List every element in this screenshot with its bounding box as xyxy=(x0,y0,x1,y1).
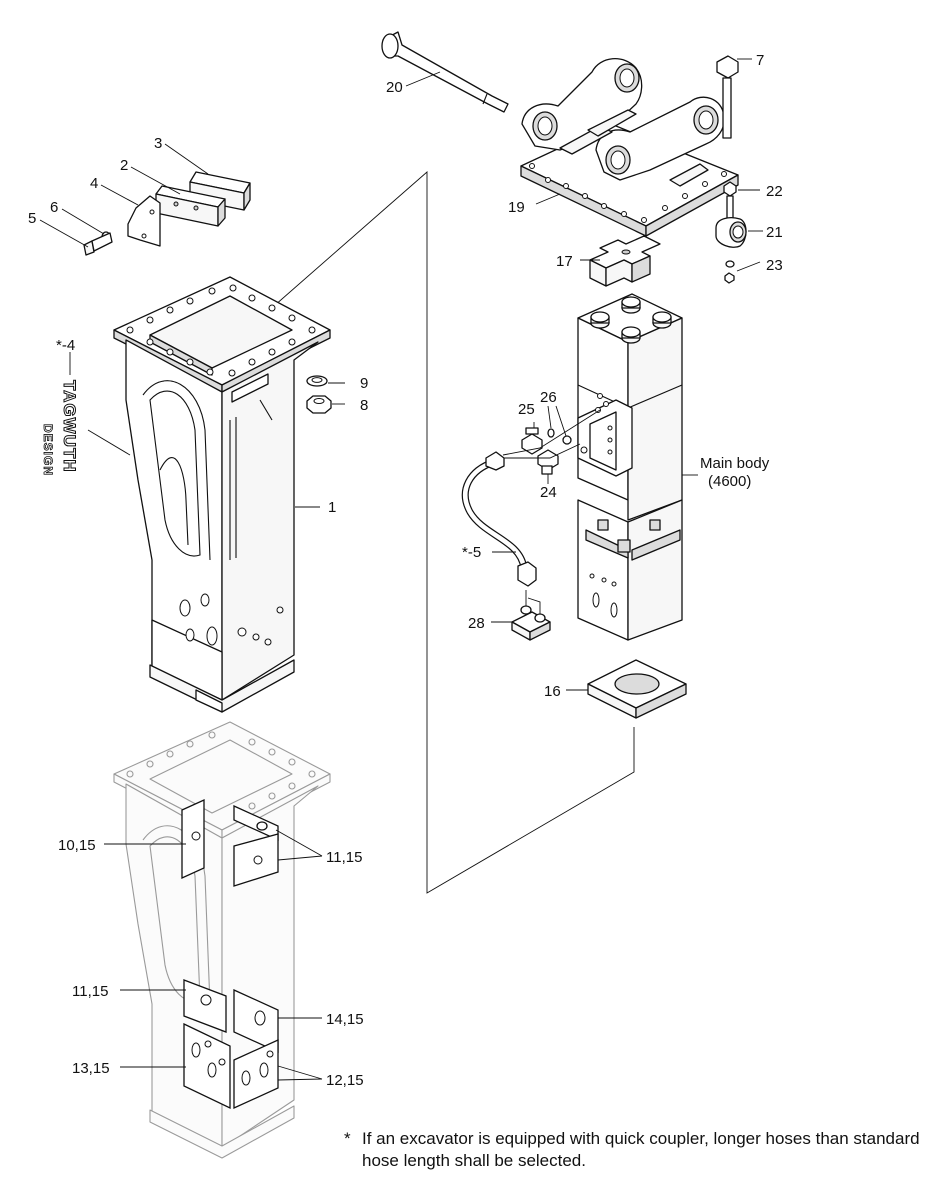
bracket-part-4 xyxy=(127,195,161,247)
ring-part-16 xyxy=(587,659,687,719)
callout-26: 26 xyxy=(540,389,557,406)
leader-lines xyxy=(39,58,763,1081)
callout-20: 20 xyxy=(386,79,403,96)
plate-part-11-upper xyxy=(233,804,279,887)
washer-part-9 xyxy=(306,375,328,387)
footnote: * If an excavator is equipped with quick… xyxy=(344,1128,924,1172)
callout-19: 19 xyxy=(508,199,525,216)
callout-1: 1 xyxy=(328,499,336,516)
callout-14-15: 14,15 xyxy=(326,1011,364,1028)
bolt-part-7 xyxy=(716,55,739,139)
callout-2: 2 xyxy=(120,157,128,174)
plate-part-10 xyxy=(181,798,205,880)
top-adapter-part-19 xyxy=(520,58,739,237)
plate-part-13 xyxy=(183,1022,231,1110)
callout-11-15-lower: 11,15 xyxy=(72,983,108,1000)
callout-16: 16 xyxy=(544,683,561,700)
footnote-mark: * xyxy=(344,1129,351,1148)
fitting-part-25 xyxy=(521,427,543,455)
callout-22: 22 xyxy=(766,183,783,200)
callout-17: 17 xyxy=(556,253,573,270)
washer-part-23 xyxy=(724,260,735,284)
plate-part-12 xyxy=(233,1038,279,1110)
callout-12-15: 12,15 xyxy=(326,1072,364,1089)
pin-part-20 xyxy=(381,31,509,113)
callout-25: 25 xyxy=(518,401,535,418)
callout-3: 3 xyxy=(154,135,162,152)
bolt-part-22 xyxy=(723,181,737,221)
main-body-label: Main body xyxy=(700,455,770,472)
callout-9: 9 xyxy=(360,375,368,392)
decal-part-4: TAGWUTH DESIGN xyxy=(41,380,80,477)
callout-21: 21 xyxy=(766,224,783,241)
callout-7: 7 xyxy=(756,52,764,69)
callout-10-15: 10,15 xyxy=(58,837,96,854)
oring-part-26 xyxy=(547,428,572,445)
callout-5-starred: *-5 xyxy=(462,544,481,561)
bracket-housing-part-1 xyxy=(113,276,331,713)
callout-23: 23 xyxy=(766,257,783,274)
main-body-model: (4600) xyxy=(708,473,751,490)
fitting-leader-lines xyxy=(502,409,601,459)
callout-24: 24 xyxy=(540,484,557,501)
cushion-part-17 xyxy=(589,235,661,287)
assembly-guide-lines xyxy=(217,171,635,894)
decal-design-text: DESIGN xyxy=(41,424,55,476)
footnote-text: If an excavator is equipped with quick c… xyxy=(362,1129,920,1170)
callout-6: 6 xyxy=(50,199,58,216)
callout-11-15-upper: 11,15 xyxy=(326,849,362,866)
callout-28: 28 xyxy=(468,615,485,632)
block-part-28 xyxy=(511,590,551,641)
callout-13-15: 13,15 xyxy=(72,1060,110,1077)
callout-8: 8 xyxy=(360,397,368,414)
callout-4: 4 xyxy=(90,175,98,192)
fitting-part-24 xyxy=(537,449,559,475)
hose-part-5 xyxy=(461,451,537,587)
callout-4-starred: *-4 xyxy=(56,337,75,354)
nut-part-8 xyxy=(306,395,332,414)
plate-part-11-lower xyxy=(183,979,227,1033)
decal-brand-text: TAGWUTH xyxy=(60,380,79,473)
callout-labels: 3 2 4 6 5 *-4 9 8 1 20 7 19 22 21 23 17 … xyxy=(28,52,783,1089)
collar-part-21 xyxy=(715,217,747,248)
bolt-part-5 xyxy=(83,232,113,256)
main-body-breaker xyxy=(577,293,683,641)
callout-5: 5 xyxy=(28,210,36,227)
